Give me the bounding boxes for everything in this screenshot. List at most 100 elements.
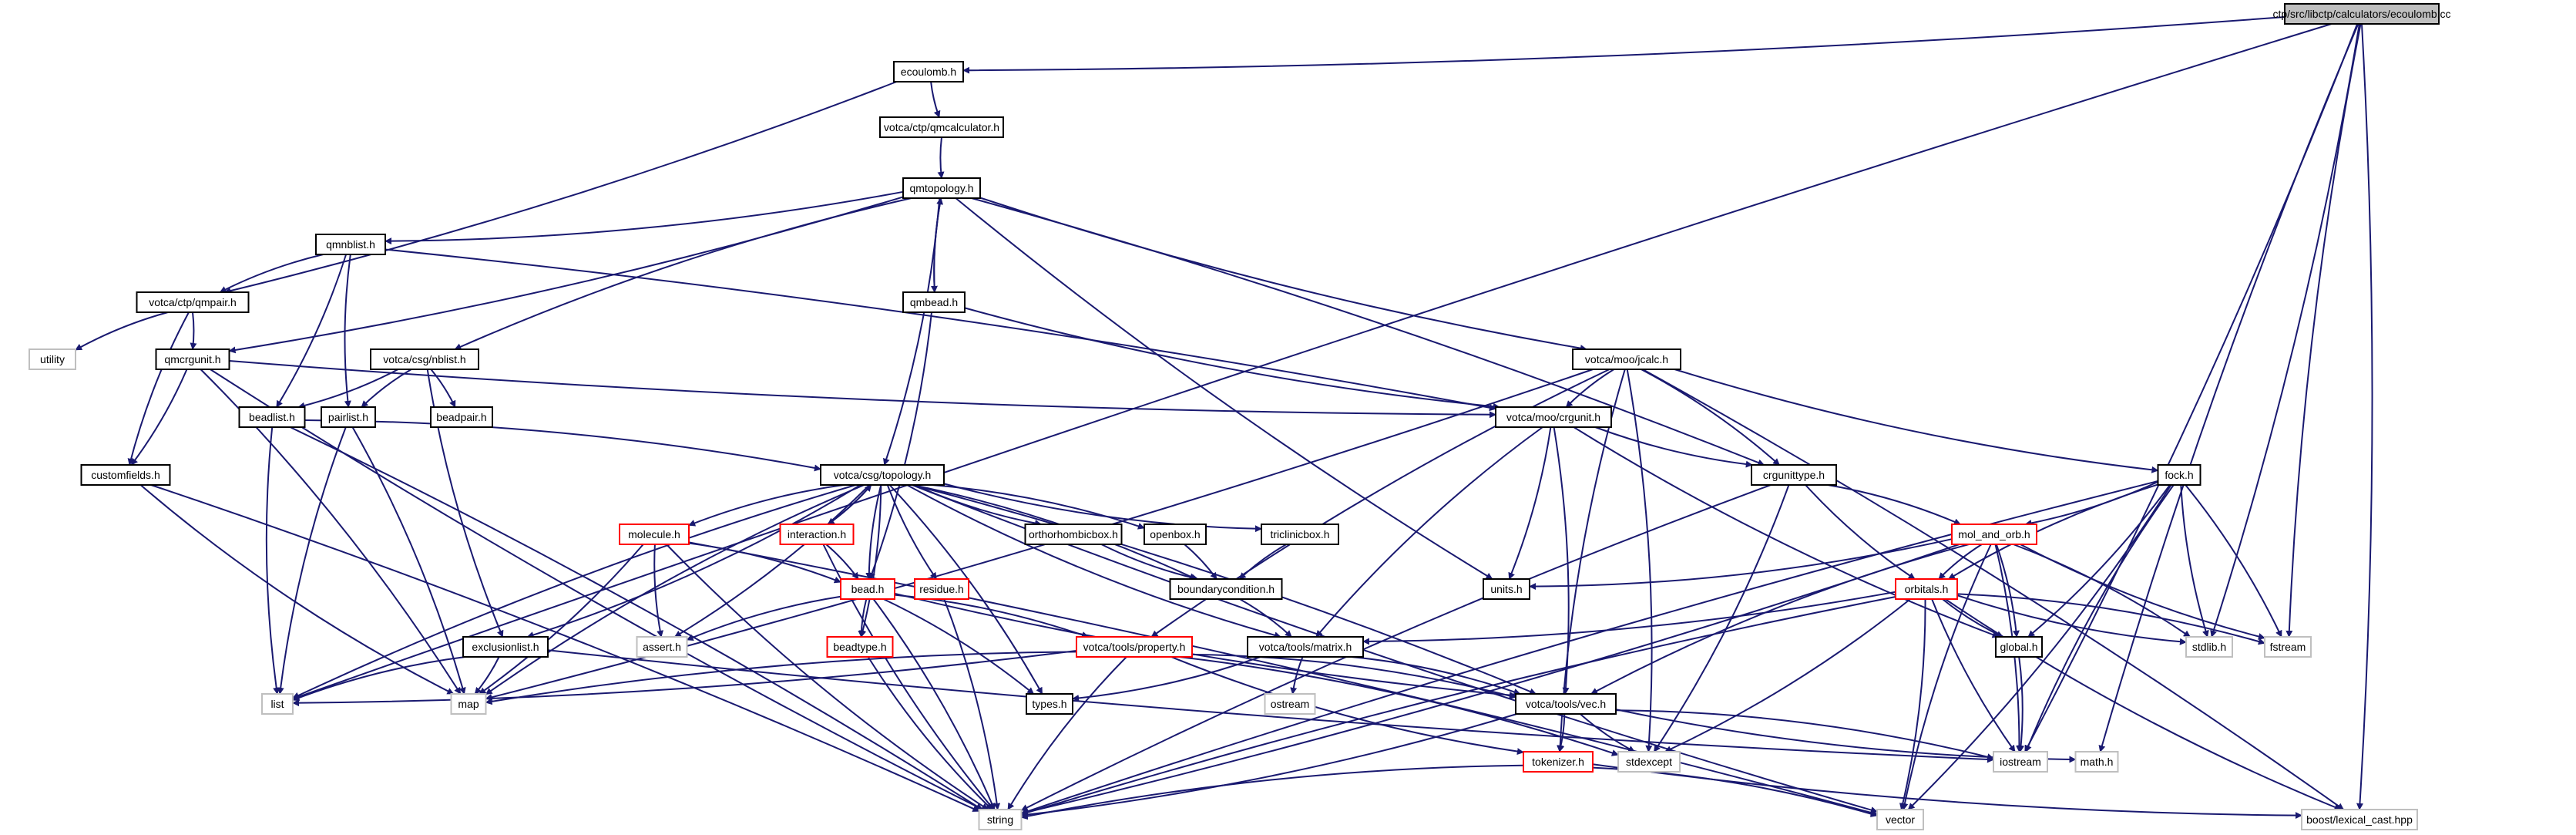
- node-label: stdexcept: [1626, 756, 1672, 768]
- edge-property_h-to-vec_h: [1191, 653, 1516, 699]
- edge-mol_and_orb_h-to-fstream: [2020, 544, 2265, 640]
- node-box: [826, 636, 894, 658]
- node-types-h[interactable]: types.h: [1026, 693, 1073, 715]
- edge-jcalc_h-to-fock_h: [1674, 369, 2159, 473]
- node-vec-h[interactable]: votca/tools/vec.h: [1515, 693, 1617, 715]
- edge-mol_and_orb_h-to-stdlib_h: [2013, 544, 2191, 638]
- edge-nblist_h-to-exclusionlist_h: [426, 369, 504, 638]
- node-label: beadlist.h: [249, 411, 295, 423]
- node-boundarycondition-h[interactable]: boundarycondition.h: [1169, 578, 1283, 600]
- node-nblist-h[interactable]: votca/csg/nblist.h: [370, 348, 479, 370]
- node-box: [978, 809, 1023, 830]
- node-qmtopology-h[interactable]: qmtopology.h: [902, 177, 981, 199]
- node-label: beadpair.h: [436, 411, 486, 423]
- node-matrix-h[interactable]: votca/tools/matrix.h: [1247, 636, 1364, 658]
- edge-bead_h-to-vec_h: [894, 592, 1516, 699]
- node-box: [2301, 809, 2418, 830]
- node-stdlib-h: stdlib.h: [2185, 636, 2233, 658]
- node-label: types.h: [1032, 698, 1066, 710]
- edge-matrix_h-to-ostream: [1290, 656, 1304, 695]
- node-label: math.h: [2081, 756, 2114, 768]
- node-box: [779, 524, 855, 545]
- node-molecule-h[interactable]: molecule.h: [619, 524, 690, 545]
- node-label: interaction.h: [788, 528, 846, 540]
- edge-qmbead_h-to-crgunit_h: [964, 307, 1500, 410]
- node-interaction-h[interactable]: interaction.h: [779, 524, 855, 545]
- edge-qmbead_h-to-qmtopology_h: [933, 197, 944, 293]
- node-label: beadtype.h: [833, 641, 886, 653]
- node-math-h: math.h: [2074, 751, 2119, 773]
- edge-topology_h-to-map: [485, 484, 865, 695]
- node-ecoulomb-h[interactable]: ecoulomb.h: [893, 61, 964, 82]
- node-ostream: ostream: [1264, 693, 1316, 715]
- node-qmbead-h[interactable]: qmbead.h: [902, 291, 966, 313]
- edge-crgunit_h-to-matrix_h: [1315, 426, 1543, 638]
- node-box: [1876, 809, 1924, 830]
- node-label: stdlib.h: [2192, 641, 2226, 653]
- node-property-h[interactable]: votca/tools/property.h: [1076, 636, 1193, 658]
- edge-nblist_h-to-pairlist_h: [361, 369, 412, 408]
- node-crgunit-h[interactable]: votca/moo/crgunit.h: [1495, 406, 1612, 428]
- edge-jcalc_h-to-crgunittype_h: [1641, 369, 1780, 466]
- node-triclinicbox-h[interactable]: triclinicbox.h: [1261, 524, 1339, 545]
- edge-property_h-to-tokenizer_h: [1170, 656, 1524, 756]
- node-label: ostream: [1271, 698, 1310, 710]
- node-beadlist-h[interactable]: beadlist.h: [238, 406, 306, 428]
- node-box: [29, 348, 76, 370]
- node-label: fock.h: [2165, 469, 2193, 481]
- edge-qmtopology_h-to-topology_h: [883, 197, 941, 466]
- node-list: list: [261, 693, 294, 715]
- node-qmcalculator-h[interactable]: votca/ctp/qmcalculator.h: [879, 116, 1004, 138]
- node-qmnblist-h[interactable]: qmnblist.h: [315, 234, 386, 255]
- node-box: [80, 464, 171, 486]
- node-label: votca/tools/property.h: [1083, 641, 1186, 653]
- node-box: [914, 578, 969, 600]
- node-label: votca/moo/crgunit.h: [1506, 411, 1600, 423]
- node-openbox-h[interactable]: openbox.h: [1144, 524, 1207, 545]
- node-label: customfields.h: [91, 469, 160, 481]
- node-label: orthorhombicbox.h: [1029, 528, 1118, 540]
- node-global-h[interactable]: global.h: [1995, 636, 2043, 658]
- node-label: tokenizer.h: [1532, 756, 1584, 768]
- node-label: mol_and_orb.h: [1958, 528, 2030, 540]
- node-topology-h[interactable]: votca/csg/topology.h: [820, 464, 945, 486]
- node-bead-h[interactable]: bead.h: [840, 578, 895, 600]
- node-fstream: fstream: [2264, 636, 2312, 658]
- node-box: [315, 234, 386, 255]
- node-utility: utility: [29, 348, 76, 370]
- edge-bead_h-to-types_h: [883, 598, 1035, 695]
- edge-topology_h-to-bead_h: [865, 484, 882, 580]
- edge-tokenizer_h-to-string: [1020, 764, 1524, 820]
- node-units-h[interactable]: units.h: [1483, 578, 1530, 600]
- node-box: [462, 636, 549, 658]
- edge-qmtopology_h-to-crgunittype_h: [971, 197, 1765, 466]
- node-exclusionlist-h[interactable]: exclusionlist.h: [462, 636, 549, 658]
- node-tokenizer-h[interactable]: tokenizer.h: [1523, 751, 1594, 773]
- edge-customfields_h-to-map: [139, 484, 455, 695]
- node-qmcrgunit-h[interactable]: qmcrgunit.h: [155, 348, 230, 370]
- node-root[interactable]: ctp/src/libctp/calculators/ecoulomb.cc: [2272, 3, 2451, 25]
- edge-mol_and_orb_h-to-global_h: [1995, 544, 2020, 638]
- edge-root-to-lexical_cast: [2356, 23, 2373, 810]
- edge-root-to-math_h: [2098, 23, 2359, 753]
- edge-boundarycondition_h-to-matrix_h: [1239, 598, 1292, 638]
- edge-crgunit_h-to-crgunittype_h: [1594, 426, 1753, 468]
- node-label: qmbead.h: [910, 296, 958, 308]
- node-orthorhombicbox-h[interactable]: orthorhombicbox.h: [1024, 524, 1123, 545]
- node-customfields-h[interactable]: customfields.h: [80, 464, 171, 486]
- node-jcalc-h[interactable]: votca/moo/jcalc.h: [1572, 348, 1681, 370]
- node-pairlist-h[interactable]: pairlist.h: [321, 406, 376, 428]
- node-orbitals-h[interactable]: orbitals.h: [1895, 578, 1958, 600]
- edge-molecule_h-to-assert_h: [653, 544, 664, 638]
- node-mol-and-orb-h[interactable]: mol_and_orb.h: [1951, 524, 2037, 545]
- node-label: boost/lexical_cast.hpp: [2306, 813, 2413, 826]
- node-fock-h[interactable]: fock.h: [2157, 464, 2202, 486]
- node-beadpair-h[interactable]: beadpair.h: [430, 406, 493, 428]
- node-qmpair-h[interactable]: votca/ctp/qmpair.h: [136, 291, 250, 313]
- node-beadtype-h[interactable]: beadtype.h: [826, 636, 894, 658]
- node-crgunittype-h[interactable]: crgunittype.h: [1751, 464, 1837, 486]
- edge-qmnblist_h-to-pairlist_h: [344, 254, 351, 408]
- node-label: ecoulomb.h: [901, 66, 956, 78]
- node-residue-h[interactable]: residue.h: [914, 578, 969, 600]
